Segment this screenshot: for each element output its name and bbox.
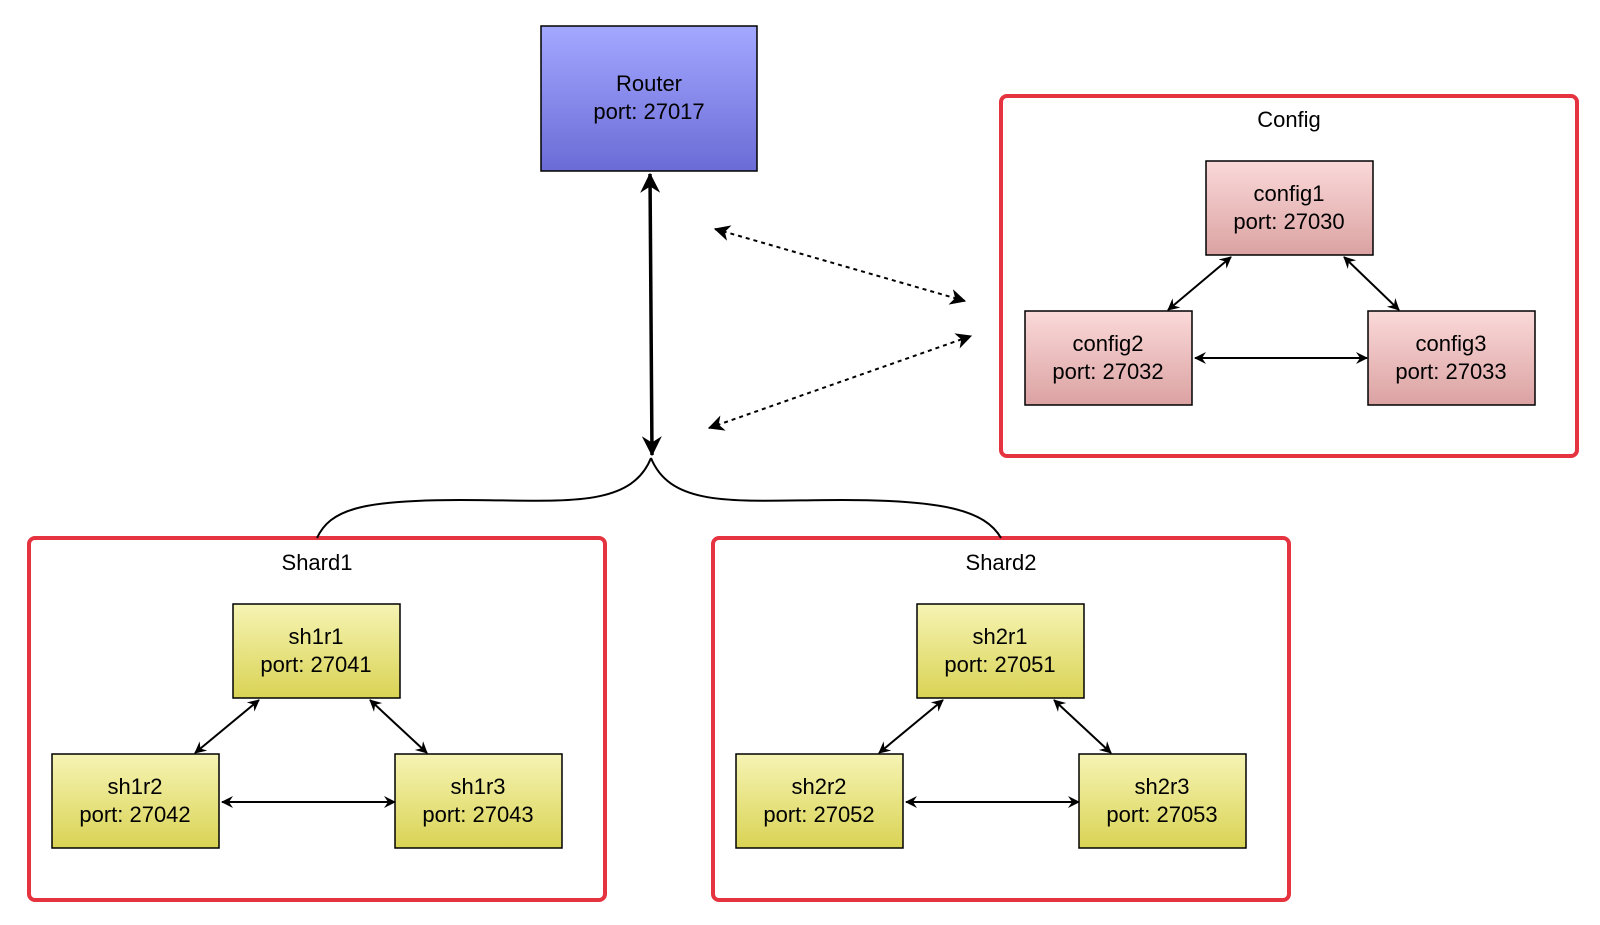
- config1-node: config1 port: 27030: [1205, 160, 1374, 256]
- sh1r3-label: sh1r3: [450, 774, 505, 799]
- config1-label: config1: [1254, 181, 1325, 206]
- sh1r2-port: port: 27042: [79, 802, 190, 827]
- sh1r2-node: sh1r2 port: 27042: [51, 753, 220, 849]
- router-node: Router port: 27017: [540, 25, 758, 172]
- sh2r1-sh2r2-link: [878, 699, 944, 754]
- config3-node: config3 port: 27033: [1367, 310, 1536, 406]
- router-label: Router: [616, 71, 682, 96]
- config1-port: port: 27030: [1233, 209, 1344, 234]
- sh2r1-label: sh2r1: [972, 624, 1027, 649]
- router-port: port: 27017: [593, 99, 704, 124]
- config-group-title: Config: [1257, 107, 1321, 132]
- config1-config2-link: [1167, 256, 1232, 311]
- sh1r1-port: port: 27041: [260, 652, 371, 677]
- sh1r1-sh1r3-link: [369, 699, 428, 754]
- sh1r1-sh1r2-link: [194, 699, 260, 754]
- router-config-dotted-lower: [707, 333, 973, 431]
- sh1r3-port: port: 27043: [422, 802, 533, 827]
- sh1r1-label: sh1r1: [288, 624, 343, 649]
- router-hub-connector: [640, 172, 662, 457]
- config1-config3-link: [1343, 256, 1400, 311]
- shard1-group-title: Shard1: [282, 550, 353, 575]
- config3-label: config3: [1416, 331, 1487, 356]
- sh2r2-label: sh2r2: [791, 774, 846, 799]
- sh2r3-port: port: 27053: [1106, 802, 1217, 827]
- sh2r1-port: port: 27051: [944, 652, 1055, 677]
- config-group: [999, 94, 1579, 458]
- sh1r2-label: sh1r2: [107, 774, 162, 799]
- sh2r2-node: sh2r2 port: 27052: [735, 753, 904, 849]
- sh2r2-port: port: 27052: [763, 802, 874, 827]
- hub-to-shard1-curve: [316, 457, 652, 539]
- router-config-dotted-upper: [713, 225, 967, 305]
- sh1r1-node: sh1r1 port: 27041: [232, 603, 401, 699]
- config2-label: config2: [1073, 331, 1144, 356]
- config2-port: port: 27032: [1052, 359, 1163, 384]
- hub-to-shard2-curve: [650, 457, 1002, 539]
- shard2-group-title: Shard2: [966, 550, 1037, 575]
- sh2r3-label: sh2r3: [1134, 774, 1189, 799]
- config2-node: config2 port: 27032: [1024, 310, 1193, 406]
- sh2r1-node: sh2r1 port: 27051: [916, 603, 1085, 699]
- sh2r3-node: sh2r3 port: 27053: [1078, 753, 1247, 849]
- sh2r1-sh2r3-link: [1053, 699, 1112, 754]
- sh1r3-node: sh1r3 port: 27043: [394, 753, 563, 849]
- config3-port: port: 27033: [1395, 359, 1506, 384]
